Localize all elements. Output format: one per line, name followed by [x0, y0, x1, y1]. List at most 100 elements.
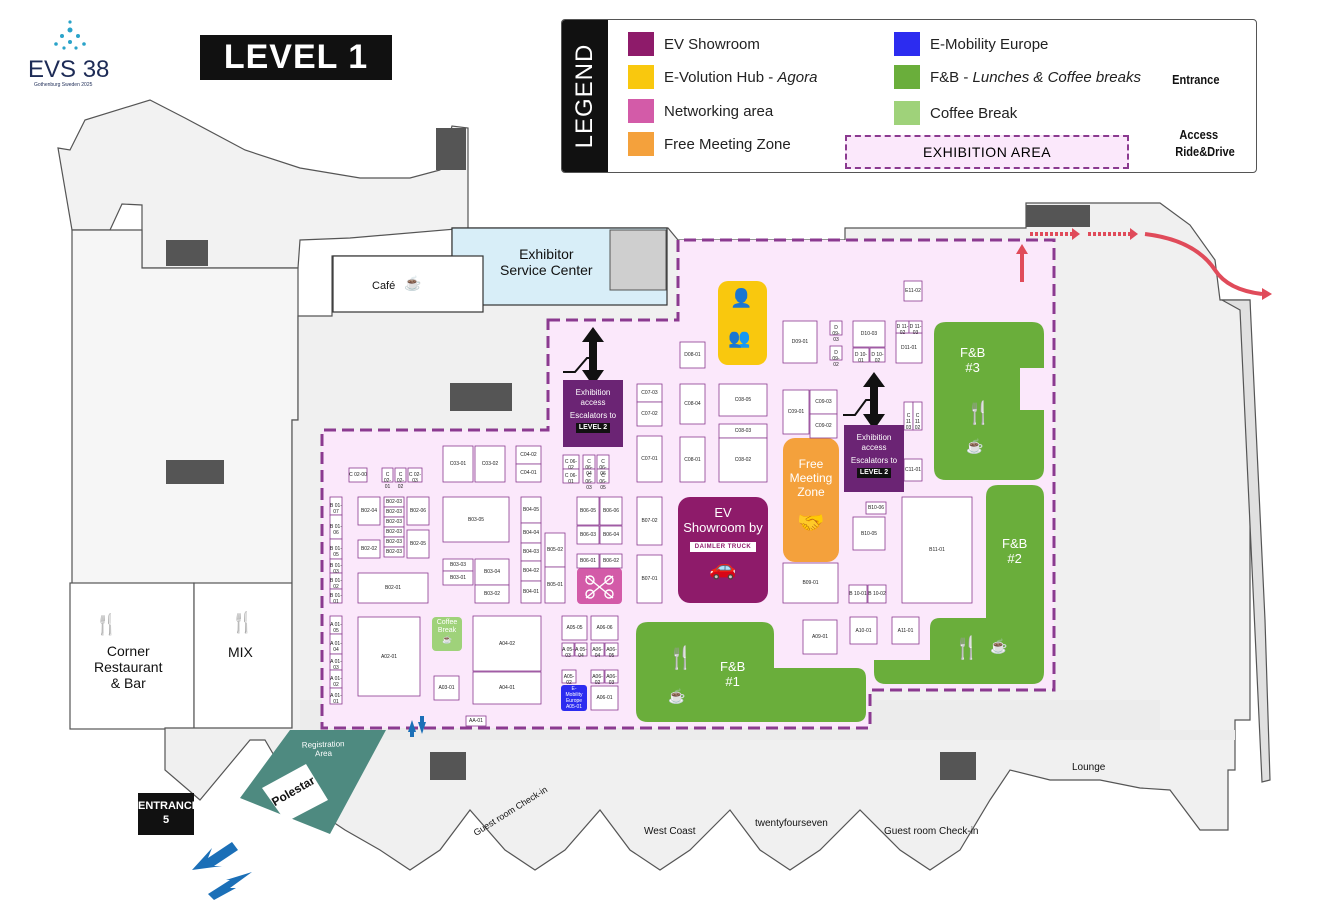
booth-b7[interactable] — [590, 615, 619, 641]
polestar-stand[interactable] — [262, 764, 328, 822]
booth-s35[interactable] — [590, 642, 605, 657]
booth-b49[interactable] — [718, 383, 768, 417]
booth-b57[interactable] — [782, 320, 818, 364]
booth-b23[interactable] — [520, 580, 542, 604]
coffee-break-zone[interactable] — [432, 617, 462, 651]
booth-b18[interactable] — [474, 584, 510, 604]
booth-b1[interactable] — [357, 616, 421, 697]
booth-s19[interactable] — [562, 468, 580, 484]
free-meeting-zone[interactable] — [783, 438, 839, 562]
booth-b56[interactable] — [679, 341, 706, 369]
booth-b34[interactable] — [782, 562, 839, 604]
booth-b38[interactable] — [852, 516, 886, 551]
booth-b39[interactable] — [901, 496, 973, 604]
booth-b55[interactable] — [903, 458, 923, 482]
booth-b36[interactable] — [849, 616, 878, 645]
booth-s38[interactable] — [590, 669, 605, 684]
booth-b11[interactable] — [357, 572, 429, 604]
booth-s3[interactable] — [394, 467, 407, 483]
cafe-coffee-icon: ☕ — [404, 275, 422, 291]
booth-s20[interactable] — [582, 468, 596, 484]
booth-b8[interactable] — [590, 685, 619, 711]
booth-s34[interactable] — [574, 642, 588, 657]
booth-b48[interactable] — [679, 436, 706, 483]
booth-s23[interactable] — [829, 345, 843, 361]
booth-s10[interactable] — [329, 588, 343, 604]
evolution-hub[interactable] — [718, 281, 767, 365]
booth-b12[interactable] — [406, 496, 430, 526]
booth-label-b24: B05-02 — [546, 547, 564, 553]
cafe-block[interactable] — [332, 255, 484, 313]
booth-b47[interactable] — [679, 383, 706, 425]
booth-s32[interactable] — [865, 501, 887, 515]
booth-b58[interactable] — [852, 320, 886, 348]
booth-label-b44: C07-03 — [641, 390, 658, 396]
booth-b13[interactable] — [406, 529, 430, 559]
booth-b30[interactable] — [576, 553, 600, 569]
booth-b35[interactable] — [802, 619, 838, 655]
booth-s15[interactable] — [329, 687, 343, 705]
legend-label-lunches: Lunches & Coffee breaks — [972, 68, 1141, 86]
booth-s25[interactable] — [869, 347, 886, 363]
booth-b29[interactable] — [599, 525, 623, 545]
booth-b6[interactable] — [561, 615, 588, 641]
booth-s27[interactable] — [908, 320, 923, 334]
booth-s45[interactable] — [383, 546, 405, 558]
networking-area[interactable] — [577, 568, 622, 604]
booth-b3[interactable] — [472, 615, 542, 672]
fnb2-zone[interactable] — [874, 485, 1044, 684]
booth-s37[interactable] — [561, 669, 577, 684]
booth-b51[interactable] — [718, 437, 768, 483]
booth-s30[interactable] — [848, 584, 868, 604]
booth-label-s20: C 06-03 — [585, 473, 593, 491]
booth-s39[interactable] — [604, 669, 619, 684]
ev-showroom-zone[interactable]: EV Showroom by DAIMLER TRUCK 🚗 — [678, 497, 768, 603]
booth-b59[interactable] — [895, 332, 923, 364]
booth-b4[interactable] — [472, 671, 542, 705]
booth-s4[interactable] — [407, 467, 423, 483]
exhibition-access-escalator-2[interactable]: Exhibition access Escalators to LEVEL 2 — [844, 425, 904, 492]
booth-s1[interactable] — [348, 467, 368, 483]
booth-b41[interactable] — [474, 445, 506, 483]
booth-b33[interactable] — [636, 554, 663, 604]
booth-b60[interactable] — [903, 280, 923, 302]
booth-b54[interactable] — [809, 413, 838, 439]
booth-b25[interactable] — [544, 566, 566, 604]
booth-s21[interactable] — [596, 468, 610, 484]
fnb1-zone[interactable] — [636, 622, 866, 722]
exhibitor-service-line1: Exhibitor — [519, 246, 574, 262]
entrance-arrows-south — [192, 716, 426, 900]
booth-label-s30: B 10-01 — [849, 591, 867, 597]
booth-b53[interactable] — [809, 389, 838, 415]
booth-b14[interactable] — [442, 496, 510, 543]
booth-b16[interactable] — [442, 570, 474, 586]
fnb3-zone[interactable] — [934, 322, 1044, 480]
booth-s22[interactable] — [829, 320, 843, 336]
escalator-icon — [563, 357, 870, 416]
booth-s31[interactable] — [867, 584, 887, 604]
booth-b17[interactable] — [474, 558, 510, 586]
booth-s33[interactable] — [561, 642, 575, 657]
booth-b32[interactable] — [636, 496, 663, 546]
booth-b28[interactable] — [576, 525, 600, 545]
booth-b46[interactable] — [636, 435, 663, 483]
booth-b31[interactable] — [599, 553, 623, 569]
booth-s2[interactable] — [381, 467, 394, 483]
booth-b5[interactable] — [465, 715, 487, 727]
booth-b43[interactable] — [515, 463, 542, 483]
booth-b26[interactable] — [576, 496, 600, 526]
booth-b10[interactable] — [357, 539, 381, 559]
emobility-europe-zone[interactable] — [561, 685, 587, 711]
booth-b9[interactable] — [357, 496, 381, 526]
registration-line2: Area — [314, 748, 333, 759]
booth-b52[interactable] — [782, 389, 810, 435]
booth-s29[interactable] — [912, 401, 923, 431]
exhibition-access-escalator-1[interactable]: Exhibition access Escalators to LEVEL 2 — [563, 380, 623, 447]
booth-b40[interactable] — [442, 445, 474, 483]
booth-s24[interactable] — [852, 347, 870, 363]
booth-b27[interactable] — [599, 496, 623, 526]
booth-b37[interactable] — [891, 616, 920, 645]
booth-b45[interactable] — [636, 401, 663, 427]
booth-s36[interactable] — [604, 642, 619, 657]
booth-b2[interactable] — [433, 675, 460, 701]
